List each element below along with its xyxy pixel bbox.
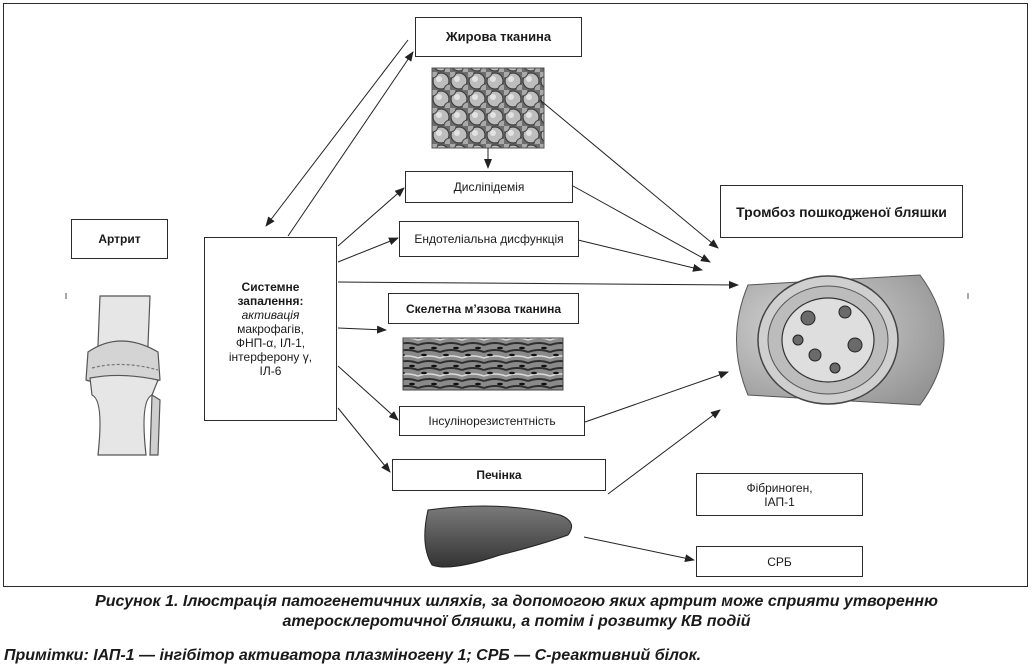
systemic-title: Системне запалення:	[237, 280, 304, 308]
node-insulin-resistance-label: Інсулінорезистентність	[428, 414, 556, 428]
systemic-activation: активація	[241, 308, 300, 322]
node-dyslipidemia: Дисліпідемія	[405, 171, 573, 203]
node-crp: СРБ	[696, 546, 863, 577]
node-dyslipidemia-label: Дисліпідемія	[453, 180, 525, 194]
node-plaque-thrombosis: Тромбоз пошкодженої бляшки	[720, 185, 963, 238]
node-systemic-inflammation: Системне запалення: активація макрофагів…	[204, 237, 337, 421]
liver-image	[424, 505, 573, 568]
node-endothelial-dysfunction-label: Ендотеліальна дисфункція	[414, 232, 564, 246]
node-fibrinogen: Фібриноген, ІАП-1	[696, 473, 863, 516]
systemic-line4: ІЛ-6	[259, 364, 282, 378]
node-liver: Печінка	[392, 459, 606, 491]
caption-line2: атеросклеротичної бляшки, а потім і розв…	[282, 613, 751, 630]
artery-plaque-image	[736, 274, 945, 406]
node-adipose-tissue-label: Жирова тканина	[445, 29, 552, 44]
node-fibrinogen-line1: Фібриноген,	[746, 480, 813, 495]
node-adipose-tissue: Жирова тканина	[415, 17, 582, 57]
caption-line1: Рисунок 1. Ілюстрація патогенетичних шля…	[95, 593, 938, 610]
node-liver-label: Печінка	[476, 468, 522, 482]
figure-note: Примітки: ІАП-1 — інгібітор активатора п…	[4, 647, 702, 664]
adipose-tissue-image	[431, 67, 545, 149]
systemic-line2: ФНП-α, ІЛ-1,	[235, 336, 306, 350]
node-plaque-thrombosis-label: Тромбоз пошкодженої бляшки	[736, 203, 947, 220]
node-fibrinogen-line2: ІАП-1	[764, 494, 795, 509]
skeletal-muscle-image	[402, 337, 564, 391]
node-skeletal-muscle-label: Скелетна м’язова тканина	[406, 301, 561, 316]
figure-frame	[3, 3, 1028, 587]
systemic-line1: макрофагів,	[237, 322, 304, 336]
node-endothelial-dysfunction: Ендотеліальна дисфункція	[399, 221, 579, 257]
knee-joint-image	[85, 295, 161, 456]
node-arthritis-label: Артрит	[98, 232, 141, 246]
node-crp-label: СРБ	[767, 554, 792, 569]
systemic-line3: інтерферону γ,	[228, 350, 313, 364]
pathway-arrows	[265, 39, 739, 563]
node-insulin-resistance: Інсулінорезистентність	[399, 406, 585, 436]
node-arthritis: Артрит	[71, 219, 168, 259]
figure-caption: Рисунок 1. Ілюстрація патогенетичних шля…	[0, 592, 1033, 632]
node-skeletal-muscle: Скелетна м’язова тканина	[388, 293, 579, 324]
